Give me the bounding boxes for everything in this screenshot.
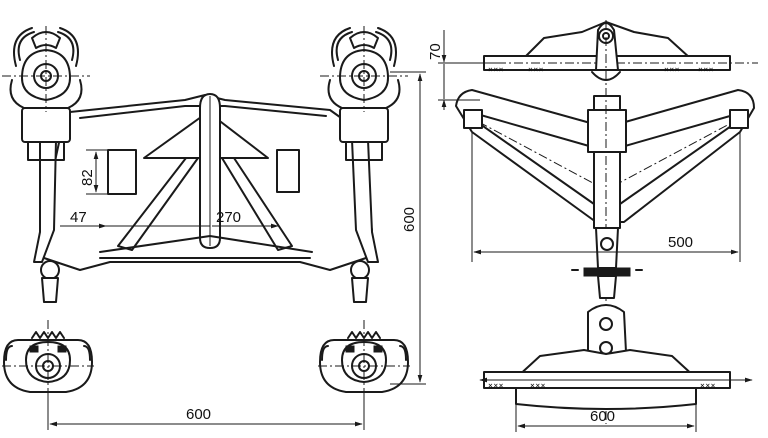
svg-text:×××: ××× <box>488 381 504 390</box>
plate-right <box>276 149 300 193</box>
svg-text:×××: ××× <box>528 65 544 74</box>
dim-plate-offset: 47 <box>70 209 87 226</box>
dim-front-width: 600 <box>186 406 211 423</box>
dim-side-arm-span: 500 <box>668 234 693 251</box>
dim-side-base-width: 600 <box>590 408 615 425</box>
dim-front-height: 600 <box>401 207 418 232</box>
svg-text:×××: ××× <box>698 65 714 74</box>
dim-side-top-offset: 70 <box>427 43 444 60</box>
svg-text:×××: ××× <box>488 65 504 74</box>
svg-text:×××: ××× <box>664 65 680 74</box>
dim-brace-span: 270 <box>216 209 241 226</box>
front-view <box>1 25 411 401</box>
svg-text:×××: ××× <box>530 381 546 390</box>
front-dimensions: 600 600 82 47 270 <box>47 71 426 430</box>
dim-plate-height: 82 <box>79 169 96 186</box>
side-dimensions: 70 500 600 <box>427 30 741 432</box>
svg-text:×××: ××× <box>700 381 716 390</box>
plate-left <box>107 149 137 195</box>
side-view: ××× ××× ××× ××× ××× ××× ××× <box>455 20 758 424</box>
